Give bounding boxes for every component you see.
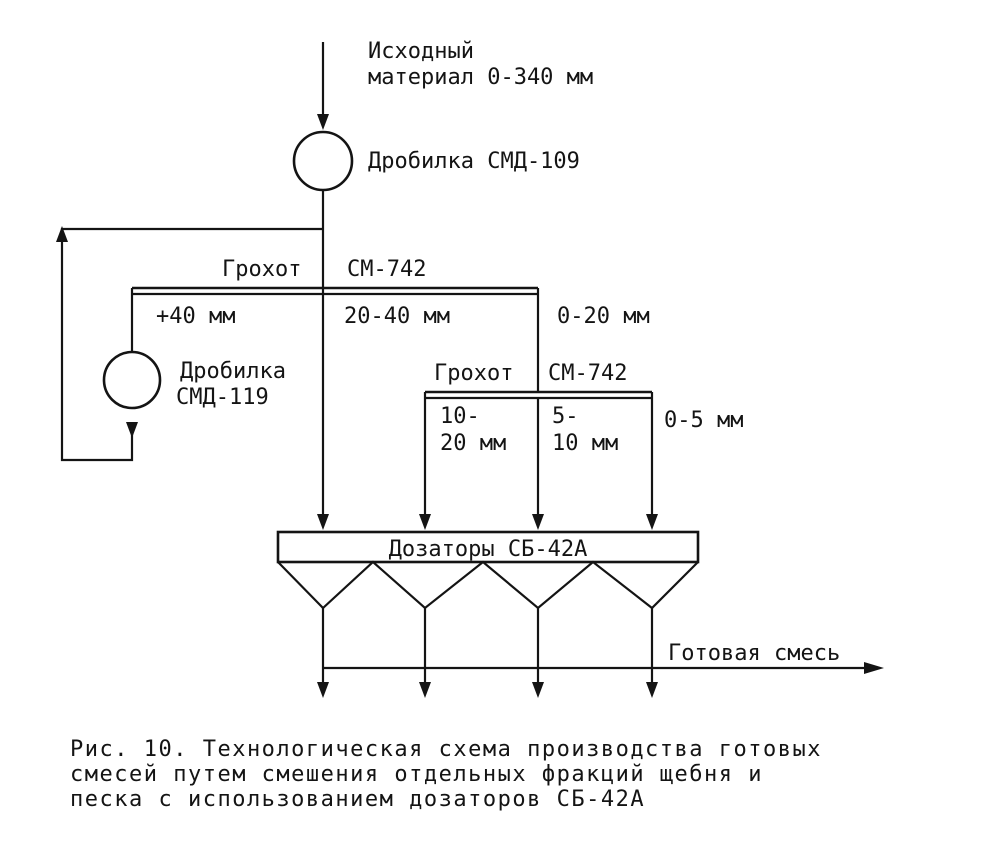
input-label-line2: материал 0-340 мм bbox=[368, 65, 593, 90]
screen-main-label-part1: Грохот bbox=[222, 257, 301, 282]
main-flow-line bbox=[317, 190, 329, 530]
fraction-20-40: 20-40 мм bbox=[344, 304, 450, 329]
fraction-0-5: 0-5 мм bbox=[664, 408, 743, 433]
caption-line1: Рис. 10. Технологическая схема производс… bbox=[70, 737, 822, 762]
crusher-smd119-label-line2: СМД-119 bbox=[176, 385, 269, 410]
doser-outlets bbox=[317, 608, 658, 698]
screen-main-label-part2: СМ-742 bbox=[347, 257, 426, 282]
dosers-label: Дозаторы СБ-42А bbox=[389, 537, 588, 562]
crusher-smd119-label-line1: Дробилка bbox=[180, 359, 286, 384]
fraction-10-20-line1: 10- bbox=[440, 404, 480, 429]
caption-line2: смесей путем смешения отдельных фракций … bbox=[70, 762, 763, 787]
crusher-smd119-symbol bbox=[102, 350, 162, 410]
fraction-plus40: +40 мм bbox=[156, 304, 235, 329]
screen-second-bar bbox=[425, 390, 652, 400]
caption-line3: песка с использованием дозаторов СБ-42А bbox=[70, 787, 645, 812]
output-collector-line bbox=[323, 662, 884, 674]
fraction-0-20: 0-20 мм bbox=[557, 304, 650, 329]
crusher-smd109-label: Дробилка СМД-109 bbox=[368, 149, 580, 174]
output-label: Готовая смесь bbox=[668, 641, 840, 666]
crusher-smd109-symbol bbox=[292, 130, 354, 192]
fraction-5-10-line2: 10 мм bbox=[552, 431, 618, 456]
fraction-10-20-line2: 20 мм bbox=[440, 431, 506, 456]
screen-main-bar bbox=[132, 286, 538, 296]
input-label-line1: Исходный bbox=[368, 39, 474, 64]
second-screen-outputs bbox=[419, 392, 658, 530]
screen-second-label-part1: Грохот bbox=[434, 361, 513, 386]
recycle-loop bbox=[56, 226, 323, 462]
doser-hoppers bbox=[277, 560, 699, 610]
input-feed bbox=[317, 42, 329, 130]
dosers-bar bbox=[276, 530, 700, 564]
screen-second-label-part2: СМ-742 bbox=[548, 361, 627, 386]
fraction-5-10-line1: 5- bbox=[552, 404, 579, 429]
